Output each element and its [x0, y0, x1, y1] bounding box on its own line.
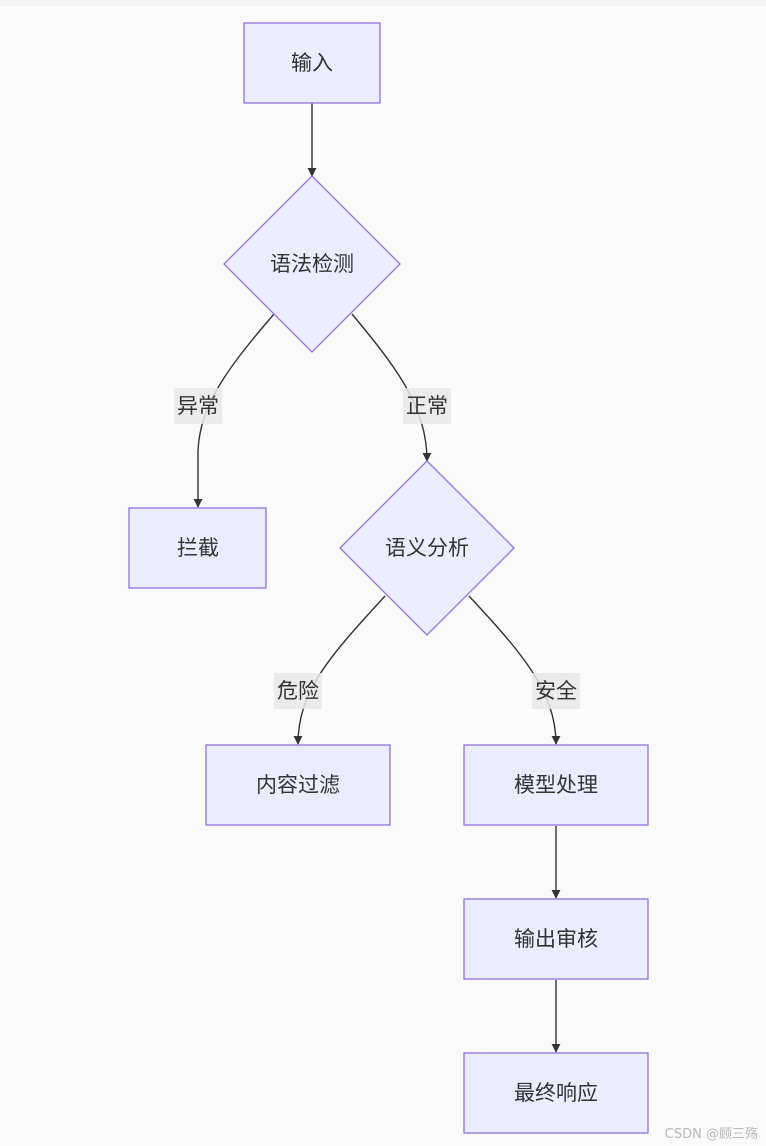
node-model-processing-box	[463, 744, 649, 826]
node-syntax-check[interactable]: 语法检测	[223, 175, 401, 353]
node-semantic-analysis[interactable]: 语义分析	[339, 460, 515, 636]
edges	[193, 103, 561, 1053]
node-output-review[interactable]: 输出审核	[463, 898, 649, 980]
node-final-response-label: 最终响应	[514, 1081, 598, 1105]
flowchart-diagram: 异常 正常 危险 安全 输入 语法检测 拦截 语义分析 内容过滤	[128, 22, 649, 1134]
node-model-processing-label: 模型处理	[514, 773, 598, 797]
node-content-filter-label: 内容过滤	[256, 773, 340, 797]
node-output-review-box	[463, 898, 649, 980]
edge-label-danger: 危险	[277, 679, 319, 703]
node-syntax-check-label: 语法检测	[270, 252, 354, 276]
node-semantic-analysis-diamond	[339, 460, 515, 636]
node-content-filter-box	[205, 744, 391, 826]
edge-syntax-to-semantic	[351, 313, 432, 462]
node-block-box	[128, 507, 267, 589]
node-output-review-label: 输出审核	[514, 927, 598, 951]
edge-semantic-to-filter	[293, 595, 386, 745]
node-input[interactable]: 输入	[243, 22, 381, 104]
node-block-label: 拦截	[177, 536, 219, 560]
watermark: CSDN @顾三殇	[664, 1127, 758, 1142]
node-final-response-box	[463, 1052, 649, 1134]
edge-label-normal: 正常	[406, 394, 448, 418]
edge-label-abnormal: 异常	[177, 394, 219, 418]
node-model-processing[interactable]: 模型处理	[463, 744, 649, 826]
edge-label-bg-normal	[403, 388, 451, 424]
node-semantic-analysis-label: 语义分析	[385, 536, 469, 560]
edge-labels: 异常 正常 危险 安全	[174, 388, 580, 709]
edge-label-bg-safe	[532, 673, 580, 709]
edge-label-bg-danger	[274, 673, 322, 709]
node-syntax-check-diamond	[223, 175, 401, 353]
edge-label-safe: 安全	[535, 679, 577, 703]
edge-label-bg-abnormal	[174, 388, 222, 424]
node-content-filter[interactable]: 内容过滤	[205, 744, 391, 826]
edge-semantic-to-model	[468, 595, 561, 745]
node-input-label: 输入	[291, 51, 333, 75]
node-final-response[interactable]: 最终响应	[463, 1052, 649, 1134]
node-block[interactable]: 拦截	[128, 507, 267, 589]
node-input-box	[243, 22, 381, 104]
